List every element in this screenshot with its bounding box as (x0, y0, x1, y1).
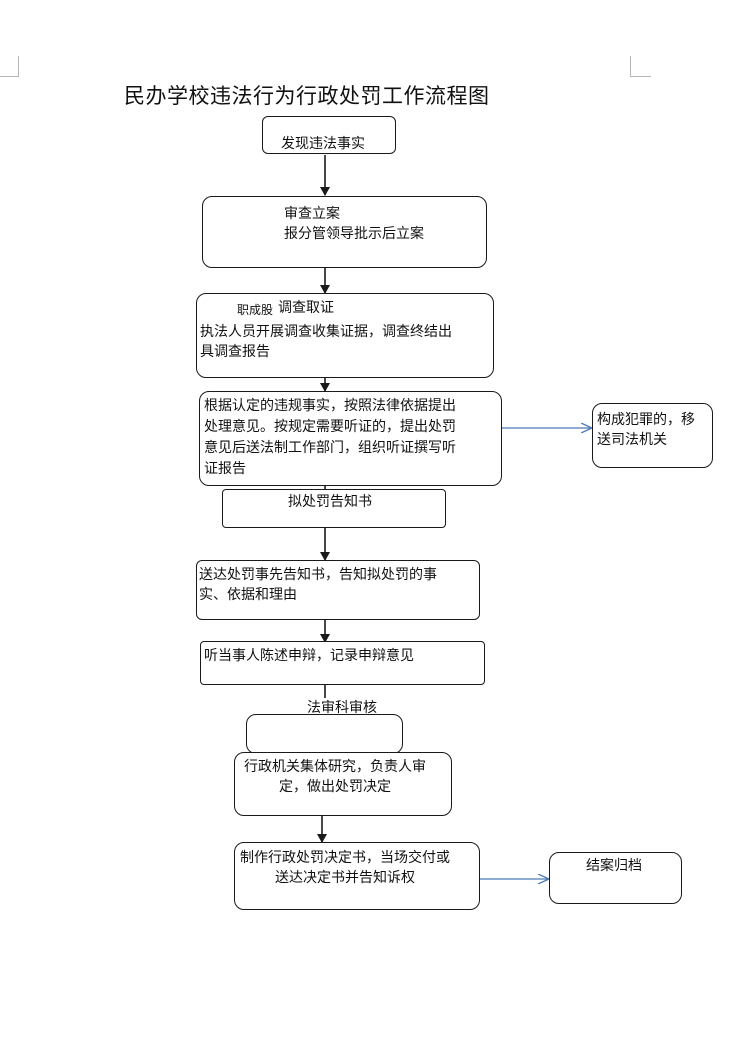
node-discover-violation (262, 116, 396, 154)
node-legal-review (246, 714, 403, 754)
node-propose-handling (199, 391, 502, 486)
node-decision-document (234, 842, 480, 910)
node-decision-document-text: 制作行政处罚决定书，当场交付或 送达决定书并告知诉权 (240, 850, 450, 886)
node-legal-review-text: 法审科审核 (305, 698, 379, 718)
node-archive-text: 结案归档 (586, 858, 642, 874)
node-deliver-notice (196, 560, 480, 620)
node-register-case (202, 196, 487, 268)
node-investigate-heading: 调查取证 (278, 300, 334, 316)
node-register-heading: 审查立案 (284, 206, 340, 222)
node-draft-notice (222, 489, 446, 528)
page-title: 民办学校违法行为行政处罚工作流程图 (124, 84, 490, 108)
node-investigate-body: 执法人员开展调查收集证据，调查终结出 具调查报告 (200, 324, 452, 360)
node-hearing-text: 听当事人陈述申辩，记录申辩意见 (204, 648, 414, 664)
node-collective-decision (234, 752, 452, 816)
node-investigate (196, 293, 494, 378)
node-criminal-transfer (592, 403, 713, 468)
corner-mark-top-right (630, 56, 651, 77)
node-register-body: 报分管领导批示后立案 (284, 226, 424, 242)
node-draft-notice-text: 拟处罚告知书 (288, 494, 372, 510)
node-hearing (200, 641, 485, 685)
corner-mark-top-left (0, 56, 19, 77)
node-propose-handling-text: 根据认定的违规事实，按照法律依据提出 处理意见。按规定需要听证的，提出处罚 意见… (204, 398, 456, 477)
node-deliver-notice-text: 送达处罚事先告知书，告知拟处罚的事 实、依据和理由 (199, 567, 437, 603)
node-archive (549, 852, 682, 904)
node-discover-violation-text: 发现违法事实 (281, 136, 365, 152)
node-collective-decision-text: 行政机关集体研究，负责人审 定，做出处罚决定 (244, 759, 426, 795)
node-investigate-label: 职成股 (237, 303, 274, 317)
node-criminal-transfer-text: 构成犯罪的，移 送司法机关 (597, 412, 695, 448)
